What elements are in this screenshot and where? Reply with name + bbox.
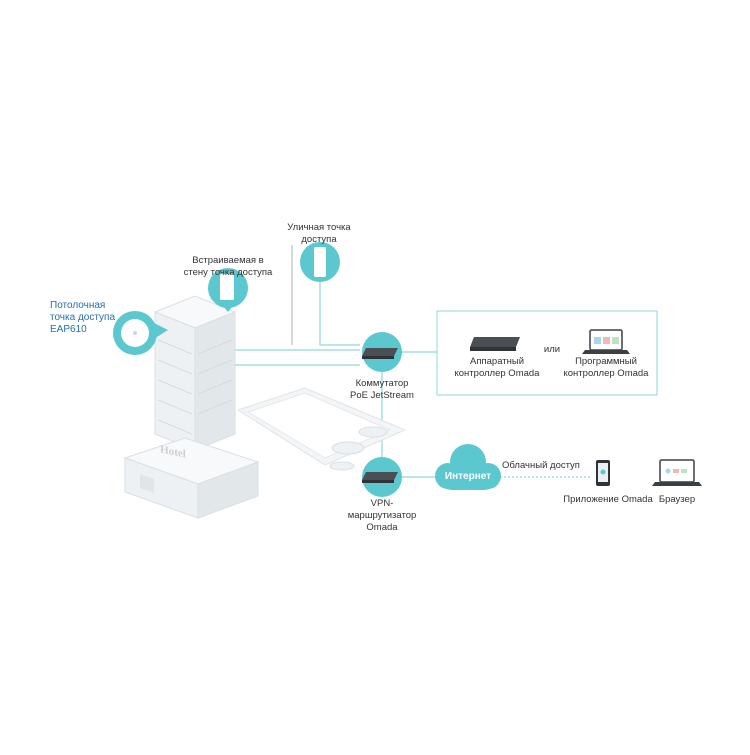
wall-ap-label: Встраиваемая в стену точка доступа	[178, 255, 278, 279]
hw-controller-label-line-2: контроллер Omada	[454, 368, 540, 379]
browser-label: Браузер	[658, 494, 696, 505]
cloud-access-label: Облачный доступ	[502, 460, 580, 471]
ceiling-ap-label-line-3: EAP610	[50, 324, 87, 335]
sw-controller-label-line-1: Программный	[575, 356, 637, 367]
router-label-line-2: маршрутизатор	[347, 510, 417, 521]
hotel-building	[123, 295, 260, 519]
ceiling-ap-label-line-1: Потолочная	[50, 300, 106, 311]
router-label-line-3: Omada	[366, 522, 398, 533]
ceiling-access-point-icon	[113, 311, 168, 355]
laptop-icon	[582, 329, 630, 354]
switch-label-line-2: PoE JetStream	[350, 390, 414, 401]
wall-plate-access-point-icon	[208, 268, 248, 312]
cloud-icon	[435, 444, 501, 490]
hardware-controller-icon	[470, 337, 520, 351]
or-label: или	[543, 344, 561, 355]
pool-area	[236, 387, 407, 471]
sw-controller-label-line-2: контроллер Omada	[563, 368, 649, 379]
vpn-router-icon	[362, 457, 402, 497]
switch-label: Коммутатор PoE JetStream	[342, 378, 422, 402]
ceiling-ap-label: Потолочная точка доступа EAP610	[50, 300, 115, 336]
smartphone-icon	[596, 460, 610, 486]
laptop-browser-icon	[652, 459, 702, 486]
outdoor-ap-label: Уличная точка доступа	[278, 222, 360, 246]
wall-ap-label-line-2: стену точка доступа	[183, 267, 273, 278]
poe-switch-icon	[362, 332, 402, 372]
cloud-label: Интернет	[444, 471, 492, 482]
outdoor-access-point-icon	[300, 242, 340, 282]
switch-label-line-1: Коммутатор	[355, 378, 409, 389]
outdoor-ap-label-line-1: Уличная точка	[287, 222, 351, 233]
hw-controller-label-line-1: Аппаратный	[470, 356, 524, 367]
app-label: Приложение Omada	[563, 494, 653, 505]
wall-ap-label-line-1: Встраиваемая в	[192, 255, 264, 266]
router-label: VPN- маршрутизатор Omada	[337, 498, 427, 534]
sw-controller-label: Программный контроллер Omada	[558, 356, 654, 380]
outdoor-ap-label-line-2: доступа	[301, 234, 337, 245]
ceiling-ap-label-line-2: точка доступа	[50, 312, 116, 323]
hw-controller-label: Аппаратный контроллер Omada	[452, 356, 542, 380]
router-label-line-1: VPN-	[370, 498, 394, 509]
line-outdoor-ap-to-switch	[319, 282, 360, 346]
